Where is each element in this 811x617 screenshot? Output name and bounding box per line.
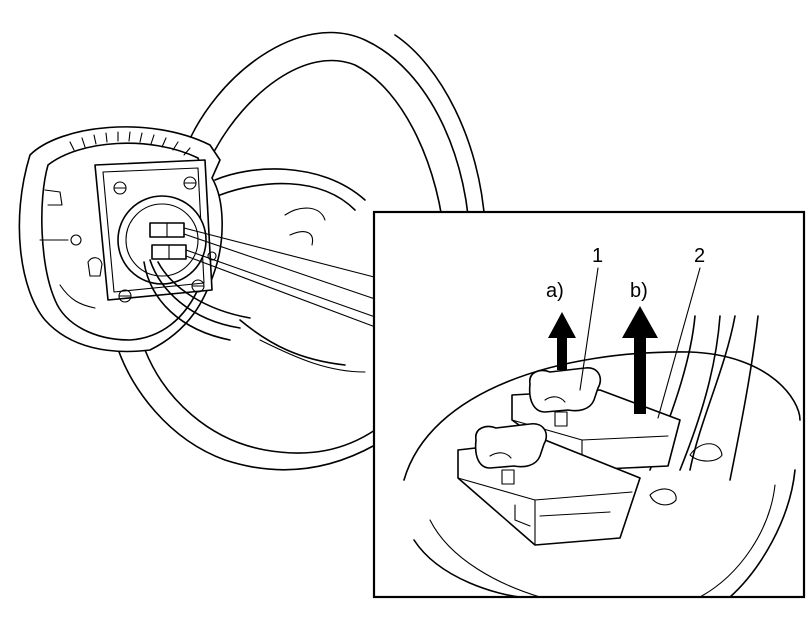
assembly-overview (18, 31, 486, 471)
detail-leader-lines (183, 227, 379, 329)
detail-view: 1 2 a) b) (372, 210, 806, 599)
step-a-label: a) (546, 280, 564, 302)
callout-1-label: 1 (592, 245, 603, 267)
connector-lower (457, 423, 641, 546)
step-b-label: b) (630, 280, 648, 302)
arrow-b-icon (622, 306, 658, 414)
callout-2-label: 2 (694, 245, 705, 267)
arrow-a-icon (548, 312, 576, 370)
